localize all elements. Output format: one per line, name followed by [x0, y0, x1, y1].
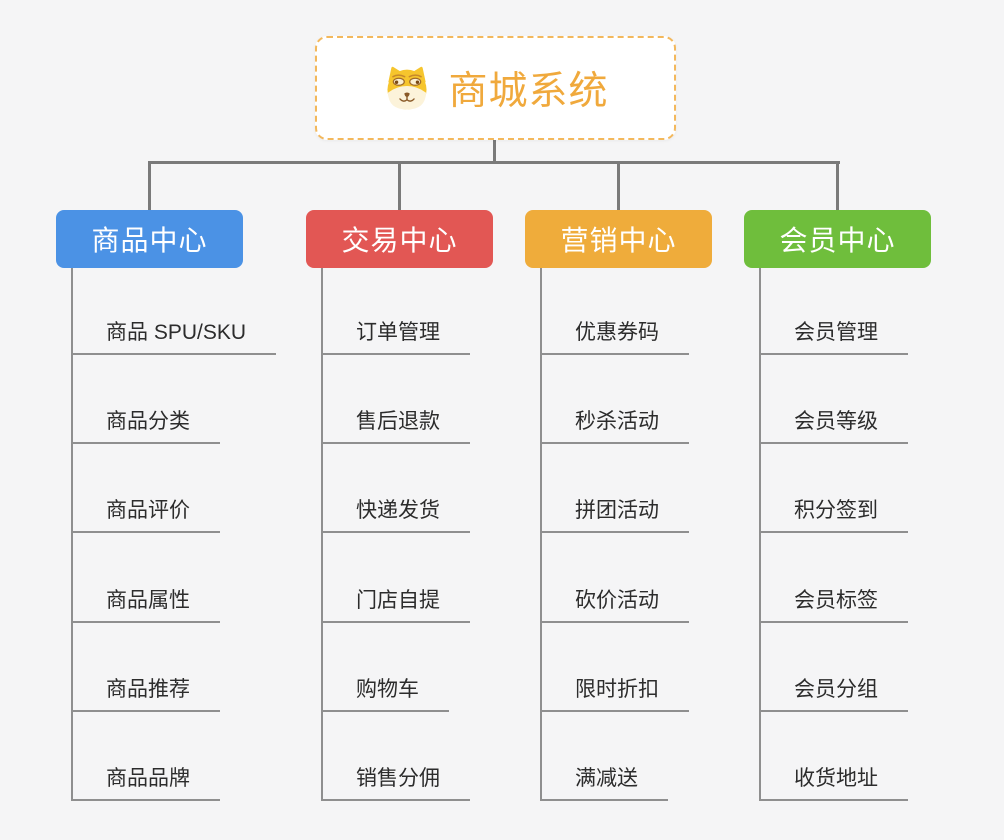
- root-stem-line: [493, 140, 496, 164]
- column-spine-line: [759, 268, 761, 801]
- leaf-topic[interactable]: 商品分类: [71, 409, 220, 444]
- leaf-topic[interactable]: 销售分佣: [321, 766, 470, 801]
- branch-drop-line: [148, 161, 151, 210]
- leaf-topic[interactable]: 收货地址: [759, 766, 908, 801]
- root-topic[interactable]: 商城系统: [315, 36, 676, 140]
- leaf-topic[interactable]: 优惠券码: [540, 320, 689, 355]
- column-spine-line: [540, 268, 542, 801]
- leaf-topic[interactable]: 拼团活动: [540, 498, 689, 533]
- leaf-topic[interactable]: 会员等级: [759, 409, 908, 444]
- column-spine-line: [321, 268, 323, 801]
- leaf-topic[interactable]: 商品属性: [71, 588, 220, 623]
- branch-topic-trade-center[interactable]: 交易中心: [306, 210, 493, 268]
- doge-icon: [387, 66, 428, 110]
- leaf-topic[interactable]: 订单管理: [321, 320, 470, 355]
- root-topic-title: 商城系统: [448, 70, 609, 113]
- branch-drop-line: [398, 161, 401, 210]
- leaf-topic[interactable]: 砍价活动: [540, 588, 689, 623]
- leaf-topic[interactable]: 秒杀活动: [540, 409, 689, 444]
- leaf-topic[interactable]: 售后退款: [321, 409, 470, 444]
- leaf-topic[interactable]: 商品 SPU/SKU: [71, 320, 277, 355]
- leaf-topic[interactable]: 商品品牌: [71, 766, 220, 801]
- leaf-topic[interactable]: 商品评价: [71, 498, 220, 533]
- branch-topic-member-center[interactable]: 会员中心: [744, 210, 931, 268]
- column-spine-line: [71, 268, 73, 801]
- branch-topic-product-center[interactable]: 商品中心: [56, 210, 243, 268]
- leaf-topic[interactable]: 快递发货: [321, 498, 470, 533]
- branch-drop-line: [836, 161, 839, 210]
- branch-drop-line: [617, 161, 620, 210]
- leaf-topic[interactable]: 会员分组: [759, 677, 908, 712]
- leaf-topic[interactable]: 会员管理: [759, 320, 908, 355]
- leaf-topic[interactable]: 积分签到: [759, 498, 908, 533]
- leaf-topic[interactable]: 门店自提: [321, 588, 470, 623]
- branch-topic-marketing-center[interactable]: 营销中心: [525, 210, 712, 268]
- leaf-topic[interactable]: 会员标签: [759, 588, 908, 623]
- leaf-topic[interactable]: 满减送: [540, 766, 668, 801]
- leaf-topic[interactable]: 商品推荐: [71, 677, 220, 712]
- leaf-topic[interactable]: 限时折扣: [540, 677, 689, 712]
- branch-bus-line: [148, 161, 840, 164]
- leaf-topic[interactable]: 购物车: [321, 677, 449, 712]
